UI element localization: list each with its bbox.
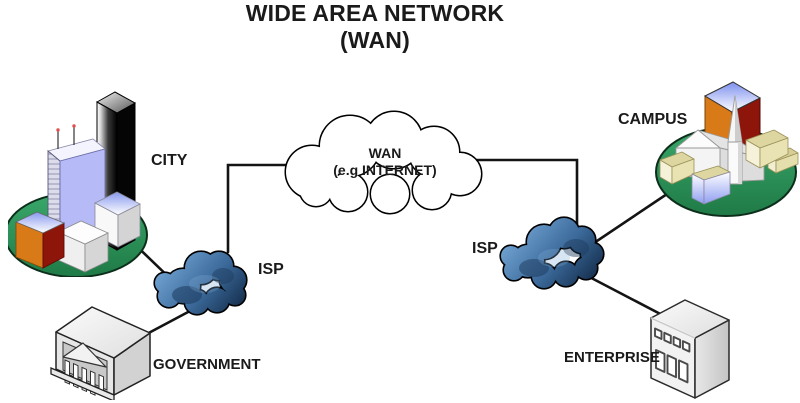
enterprise-building-icon — [650, 299, 730, 399]
wan-cloud-detail: (e.g INTERNET) — [333, 162, 437, 178]
link-wan-isp-right — [460, 158, 579, 240]
city-orange-building — [15, 211, 65, 269]
diagram-title: WIDE AREA NETWORK (WAN) — [0, 0, 750, 54]
antenna-light — [56, 128, 60, 132]
link-wan-isp-left — [226, 163, 302, 254]
campus-hall-front — [691, 165, 731, 205]
city-illustration — [8, 91, 148, 277]
campus-dorms-right — [745, 129, 799, 174]
campus-label: CAMPUS — [618, 111, 688, 128]
government-building-icon — [50, 306, 151, 400]
isp-cloud-right-icon — [499, 216, 605, 290]
title-line-2: (WAN) — [340, 27, 410, 53]
antenna-light — [72, 124, 76, 128]
isp-left-label: ISP — [258, 261, 284, 278]
wan-cloud-name: WAN — [368, 145, 402, 161]
campus-hall-left — [659, 151, 695, 185]
city-label: CITY — [151, 152, 188, 169]
government-label: GOVERNMENT — [153, 356, 261, 373]
campus-illustration — [655, 81, 799, 217]
wan-cloud-text: WAN (e.g INTERNET) — [289, 145, 481, 179]
link-isp-enterprise — [576, 269, 670, 320]
link-isp-campus — [586, 190, 672, 249]
wan-cloud-icon — [284, 110, 483, 215]
isp-cloud-left-icon — [153, 250, 248, 316]
title-line-1: WIDE AREA NETWORK — [245, 0, 505, 26]
enterprise-label: ENTERPRISE — [564, 349, 660, 366]
government-portico — [50, 341, 115, 400]
isp-right-label: ISP — [472, 240, 498, 257]
city-front-building — [57, 220, 109, 273]
enterprise-windows — [654, 327, 691, 384]
